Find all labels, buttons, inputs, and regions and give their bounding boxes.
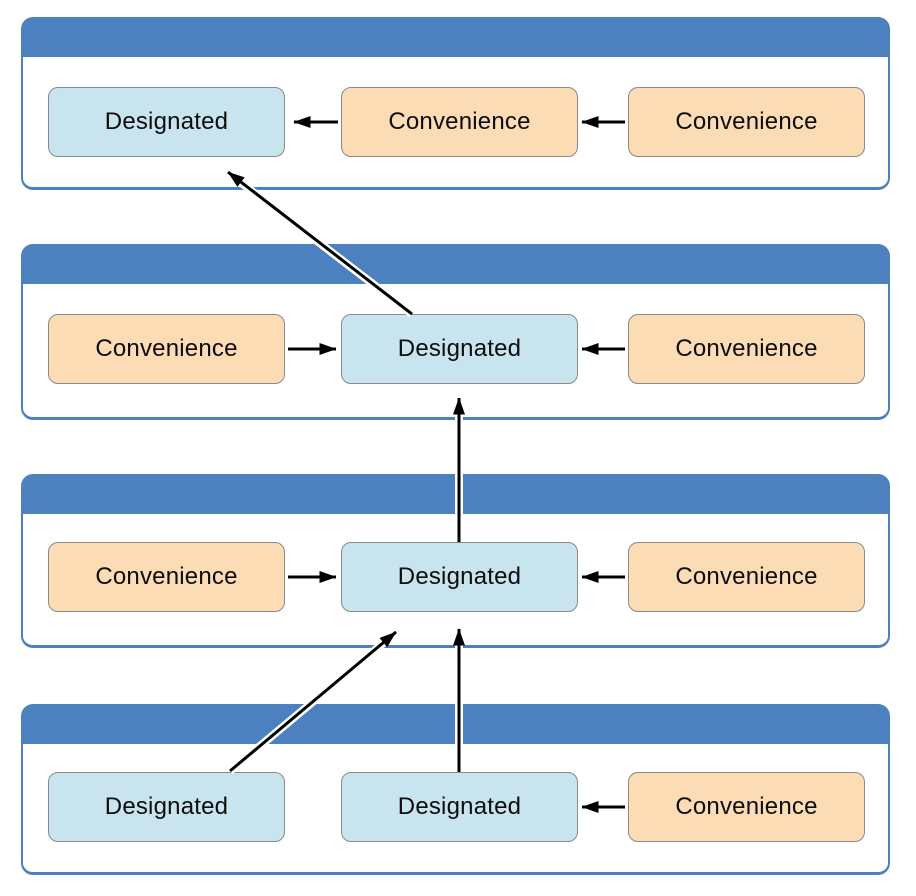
node-label: Convenience bbox=[675, 563, 818, 590]
tier-4-header-bar bbox=[23, 706, 888, 744]
node-label: Designated bbox=[397, 563, 522, 590]
tier-4-panel: Designated Designated Convenience bbox=[21, 704, 890, 875]
tier1-right-node: Convenience bbox=[628, 87, 865, 157]
tier1-left-node: Designated bbox=[48, 87, 285, 157]
tier3-left-node: Convenience bbox=[48, 542, 285, 612]
tier2-middle-node: Designated bbox=[341, 314, 578, 384]
tier-1-header-bar bbox=[23, 19, 888, 57]
tier2-right-node: Convenience bbox=[628, 314, 865, 384]
tier4-middle-node: Designated bbox=[341, 772, 578, 842]
node-label: Convenience bbox=[95, 563, 238, 590]
tier-1-panel: Designated Convenience Convenience bbox=[21, 17, 890, 190]
node-label: Convenience bbox=[675, 108, 818, 135]
node-label: Designated bbox=[104, 108, 229, 135]
tier-2-header-bar bbox=[23, 246, 888, 284]
tier-3-header-bar bbox=[23, 476, 888, 514]
tier3-middle-node: Designated bbox=[341, 542, 578, 612]
node-label: Convenience bbox=[675, 793, 818, 820]
node-label: Designated bbox=[104, 793, 229, 820]
tier4-left-node: Designated bbox=[48, 772, 285, 842]
node-label: Convenience bbox=[388, 108, 531, 135]
tier3-right-node: Convenience bbox=[628, 542, 865, 612]
tier-3-panel: Convenience Designated Convenience bbox=[21, 474, 890, 648]
node-label: Designated bbox=[397, 793, 522, 820]
node-label: Convenience bbox=[675, 335, 818, 362]
tier-2-panel: Convenience Designated Convenience bbox=[21, 244, 890, 420]
tier2-left-node: Convenience bbox=[48, 314, 285, 384]
tier1-middle-node: Convenience bbox=[341, 87, 578, 157]
node-label: Designated bbox=[397, 335, 522, 362]
node-label: Convenience bbox=[95, 335, 238, 362]
tier4-right-node: Convenience bbox=[628, 772, 865, 842]
